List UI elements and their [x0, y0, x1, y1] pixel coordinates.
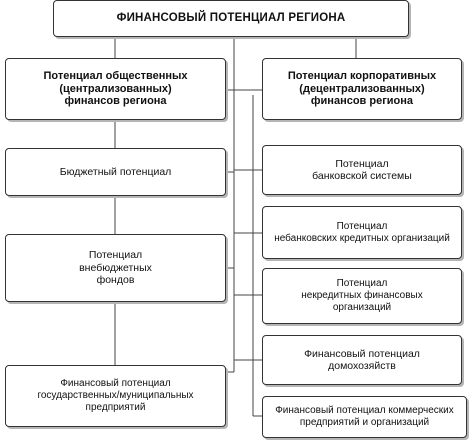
left-item-label: Потенциал внебюджетных фондов — [79, 249, 152, 287]
root-box: ФИНАНСОВЫЙ ПОТЕНЦИАЛ РЕГИОНА — [53, 0, 409, 37]
left-item-extrabudget-funds: Потенциал внебюджетных фондов — [5, 234, 226, 302]
right-item-households: Финансовый потенциал домохозяйств — [262, 335, 462, 385]
right-item-label: Финансовый потенциал домохозяйств — [304, 347, 420, 372]
right-item-noncredit-financial: Потенциал некредитных финансовых организ… — [262, 268, 462, 324]
left-item-budget: Бюджетный потенциал — [5, 148, 226, 196]
right-item-label: Потенциал банковской системы — [312, 157, 412, 182]
right-header-title: Потенциал корпоративных (децентрализован… — [287, 69, 437, 108]
left-item-label: Финансовый потенциал государственных/мун… — [37, 378, 194, 413]
left-header-box: Потенциал общественных (централизованных… — [5, 58, 226, 120]
right-item-label: Финансовый потенциал коммерческих предпр… — [275, 405, 454, 428]
right-item-label: Потенциал некредитных финансовых организ… — [301, 278, 423, 313]
right-item-label: Потенциал небанковских кредитных организ… — [274, 220, 450, 244]
root-title: ФИНАНСОВЫЙ ПОТЕНЦИАЛ РЕГИОНА — [116, 11, 346, 24]
right-item-banking: Потенциал банковской системы — [262, 145, 462, 195]
right-header-box: Потенциал корпоративных (децентрализован… — [262, 58, 462, 120]
right-item-nonbank-credit: Потенциал небанковских кредитных организ… — [262, 206, 462, 259]
left-item-state-enterprises: Финансовый потенциал государственных/мун… — [5, 365, 226, 427]
right-item-commercial: Финансовый потенциал коммерческих предпр… — [262, 396, 467, 438]
left-item-label: Бюджетный потенциал — [59, 165, 172, 178]
left-header-title: Потенциал общественных (централизованных… — [43, 69, 188, 108]
